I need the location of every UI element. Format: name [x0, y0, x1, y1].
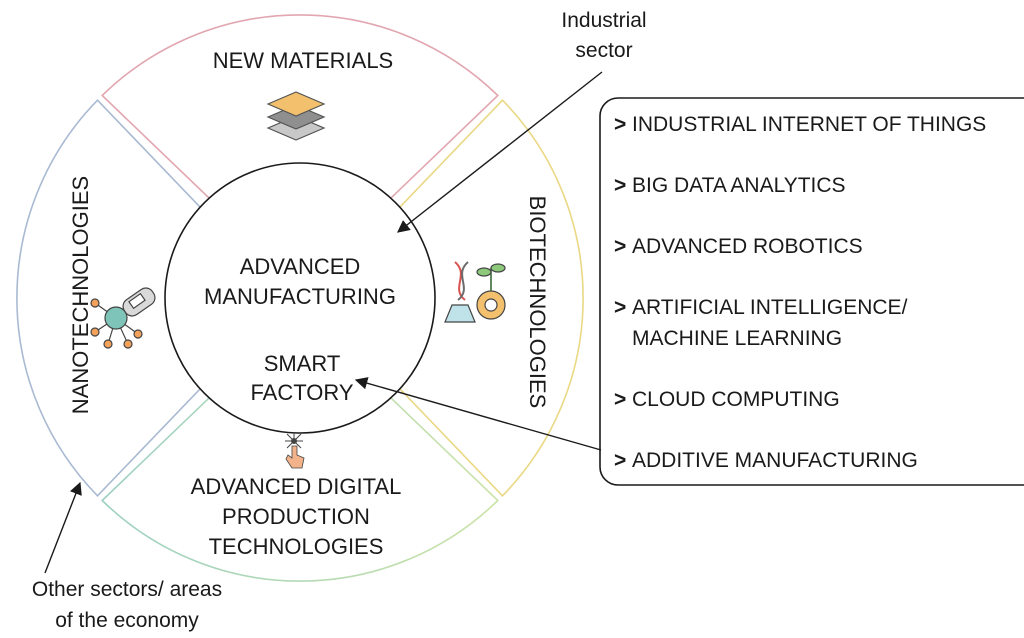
dna-flask-plant-gear-icon: [444, 261, 506, 323]
tech-item-marker: >: [614, 235, 626, 258]
segment-nanotechnologies: [16, 99, 289, 497]
arrow-other-sectors: [44, 481, 82, 574]
center-advanced: ADVANCED: [240, 254, 361, 279]
center-factory: FACTORY: [250, 380, 353, 405]
annotation-industrial-line-2: sector: [575, 39, 632, 62]
annotation-other-line-2: of the economy: [55, 609, 199, 632]
tech-item-label: MACHINE LEARNING: [632, 327, 842, 350]
segment-biotechnologies: [311, 99, 584, 497]
segment-advanced-digital-production: [101, 309, 499, 582]
label-digital-line-2: PRODUCTION: [222, 504, 370, 529]
arrow-industrial-sector: [397, 71, 603, 233]
tech-item-label: BIG DATA ANALYTICS: [632, 174, 846, 197]
annotation-other-line-1: Other sectors/ areas: [32, 578, 222, 601]
tech-item-label: ADDITIVE MANUFACTURING: [632, 449, 918, 472]
inner-circle: [164, 162, 436, 434]
tech-item-marker: >: [614, 174, 626, 197]
tech-item-marker: >: [614, 113, 626, 136]
label-new-materials: NEW MATERIALS: [213, 48, 394, 73]
label-digital-line-1: ADVANCED DIGITAL: [191, 474, 402, 499]
segment-new-materials: [101, 14, 499, 287]
material-layers-icon: [266, 91, 326, 141]
tech-item-marker: >: [614, 449, 626, 472]
center-manufacturing: MANUFACTURING: [204, 284, 396, 309]
tech-item-label: ARTIFICIAL INTELLIGENCE/: [632, 296, 908, 319]
center-smart: SMART: [264, 351, 341, 376]
digital-touch-hand-icon: [285, 432, 305, 469]
label-digital-line-3: TECHNOLOGIES: [209, 534, 384, 559]
tech-item-label: ADVANCED ROBOTICS: [632, 235, 863, 258]
nano-robot-icon: [90, 287, 156, 349]
technology-list-box: [599, 97, 1024, 486]
tech-item-label: INDUSTRIAL INTERNET OF THINGS: [632, 113, 986, 136]
tech-item-marker: >: [614, 296, 626, 319]
technology-list: > INDUSTRIAL INTERNET OF THINGS > BIG DATA …: [614, 113, 986, 472]
arrow-to-smart-factory: [354, 377, 602, 451]
label-nanotechnologies: NANOTECHNOLOGIES: [68, 176, 93, 414]
annotation-industrial-line-1: Industrial: [561, 9, 646, 32]
label-biotechnologies: BIOTECHNOLOGIES: [525, 196, 550, 409]
tech-item-marker: >: [614, 388, 626, 411]
tech-item-label: CLOUD COMPUTING: [632, 388, 840, 411]
